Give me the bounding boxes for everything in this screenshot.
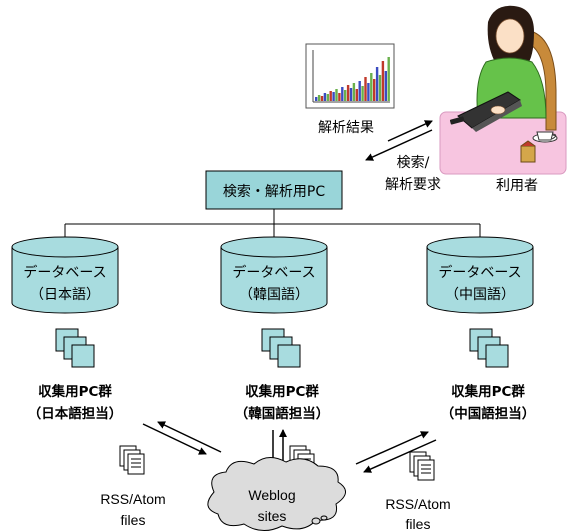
database-chinese: データベース （中国語）: [426, 236, 534, 314]
rss-left-line1: RSS/Atom: [100, 491, 165, 507]
result-arrow: [387, 120, 433, 142]
thumbnail-bar: [315, 97, 318, 101]
rss-right-line1: RSS/Atom: [385, 496, 450, 512]
analysis-result-chart-thumbnail: [305, 43, 395, 109]
collector-chinese-line1: 収集用PC群: [451, 383, 525, 400]
user-label: 利用者: [496, 178, 538, 194]
request-label-line1: 検索/: [397, 154, 430, 171]
request-label-line2: 解析要求: [385, 177, 441, 193]
collector-pc-stack-japanese: [55, 328, 95, 368]
search-analysis-pc-label: 検索・解析用PC: [223, 183, 325, 200]
thumbnail-bar: [349, 88, 353, 101]
database-japanese-line1: データベース: [23, 264, 106, 281]
thumbnail-bar: [361, 86, 364, 101]
collector-chinese-line2: （中国語担当）: [441, 405, 536, 422]
database-japanese: データベース （日本語）: [11, 236, 119, 314]
collector-korean-line1: 収集用PC群: [245, 383, 319, 400]
thumbnail-bar: [335, 89, 338, 101]
database-korean-line1: データベース: [232, 264, 315, 281]
thumbnail-bar: [320, 96, 324, 101]
thumbnail-bar: [329, 91, 332, 101]
database-chinese-line1: データベース: [438, 264, 521, 281]
collector-japanese-line2: （日本語担当）: [28, 405, 123, 422]
thumbnail-bar: [338, 93, 341, 101]
analysis-result-label: 解析結果: [318, 120, 374, 136]
thumbnail-bar: [387, 57, 390, 101]
thumbnail-bar: [373, 79, 376, 101]
thumbnail-bar: [358, 81, 361, 101]
collector-pc-stack-korean: [261, 328, 301, 368]
thumbnail-bar: [375, 67, 379, 101]
rss-left-line2: files: [121, 512, 146, 528]
database-korean: データベース （韓国語）: [220, 236, 328, 314]
rss-document-icon-left: [119, 445, 145, 475]
weblog-sites-cloud: [207, 457, 346, 531]
tree-connectors: [64, 209, 481, 240]
request-arrow: [365, 129, 433, 161]
weblog-line1: Weblog: [248, 487, 295, 503]
collector-japanese-line1: 収集用PC群: [38, 383, 112, 400]
database-japanese-line2: （日本語）: [30, 287, 100, 303]
collector-pc-stack-chinese: [469, 328, 509, 368]
thumbnail-bar: [355, 89, 358, 101]
weblog-line2: sites: [258, 508, 287, 524]
thumbnail-bar: [332, 92, 335, 101]
thumbnail-bar: [367, 83, 370, 101]
thumbnail-bar: [370, 73, 373, 101]
thumbnail-bar: [341, 87, 344, 101]
database-korean-line2: （韓国語）: [239, 287, 309, 303]
thumbnail-bar: [317, 95, 321, 101]
search-analysis-pc-box: [205, 170, 343, 210]
database-chinese-line2: （中国語）: [445, 287, 515, 303]
thumbnail-bar: [326, 94, 329, 101]
rss-right-line2: files: [406, 516, 431, 532]
thumbnail-bar: [352, 83, 356, 101]
user-illustration: [439, 5, 567, 175]
thumbnail-bar: [364, 77, 367, 101]
thumbnail-bar: [344, 90, 347, 101]
thumbnail-bar: [378, 75, 382, 101]
rss-document-icon-right: [409, 451, 435, 481]
thumbnail-bar: [381, 61, 385, 101]
thumbnail-bar: [323, 93, 327, 101]
thumbnail-bar: [346, 85, 350, 101]
collector-korean-line2: （韓国語担当）: [235, 405, 330, 422]
thumbnail-bar: [384, 71, 387, 101]
